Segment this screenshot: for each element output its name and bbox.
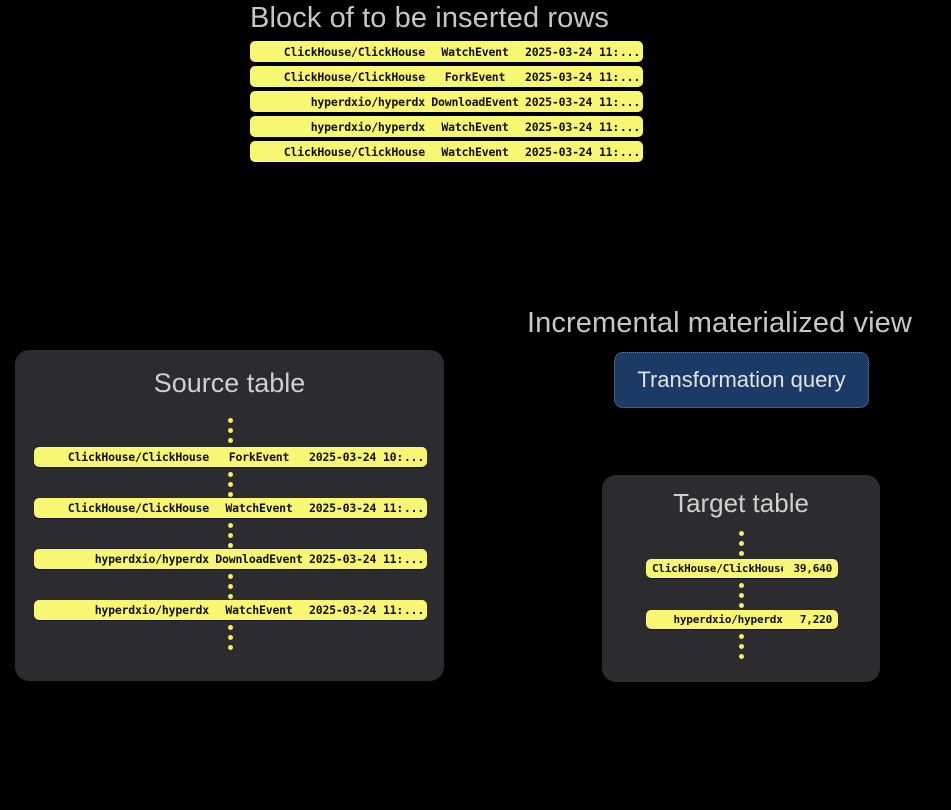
row-repo: ClickHouse/ClickHouse: [283, 44, 425, 59]
target-row-2[interactable]: hyperdxio/hyperdx 7,220: [646, 610, 838, 629]
row-more-ellipsis: ...: [619, 44, 641, 59]
row-repo: hyperdxio/hyperdx: [310, 119, 425, 134]
row-event: DownloadEvent: [215, 552, 303, 566]
row-timestamp: 2025-03-24 11:35:54: [525, 144, 617, 159]
row-more-ellipsis: ...: [403, 450, 425, 464]
block-row-5[interactable]: ClickHouse/ClickHouse WatchEvent 2025-03…: [250, 141, 643, 162]
vertical-ellipsis-icon: [225, 523, 235, 548]
row-timestamp: 2025-03-24 11:28:32: [309, 603, 401, 617]
row-timestamp: 2025-03-24 11:35:40: [525, 44, 617, 59]
transformation-query-box[interactable]: Transformation query: [614, 352, 869, 408]
source-table-title: Source table: [153, 368, 306, 398]
row-more-ellipsis: ...: [619, 144, 641, 159]
row-more-ellipsis: ...: [619, 94, 641, 109]
row-more-ellipsis: ...: [619, 119, 641, 134]
row-more-ellipsis: ...: [403, 552, 425, 566]
target-table-title: Target table: [673, 488, 809, 518]
vertical-ellipsis-icon: [225, 472, 235, 497]
transformation-query-label: Transformation query: [637, 367, 846, 392]
source-table-panel: Source table ClickHouse/ClickHouse ForkE…: [15, 350, 444, 681]
row-more-ellipsis: ...: [619, 69, 641, 84]
row-repo: hyperdxio/hyperdx: [310, 94, 425, 109]
row-repo: hyperdxio/hyperdx: [94, 603, 209, 617]
source-row-2[interactable]: ClickHouse/ClickHouse WatchEvent 2025-03…: [34, 498, 427, 518]
row-event: ForkEvent: [444, 69, 506, 84]
vertical-ellipsis-icon: [225, 625, 235, 650]
row-event: WatchEvent: [441, 119, 509, 134]
vertical-ellipsis-icon: [736, 583, 746, 608]
row-repo: hyperdxio/hyperdx: [673, 613, 783, 626]
row-event: WatchEvent: [441, 144, 509, 159]
vertical-ellipsis-icon: [736, 634, 746, 659]
block-of-rows-title: Block of to be inserted rows: [250, 2, 610, 34]
source-row-1[interactable]: ClickHouse/ClickHouse ForkEvent 2025-03-…: [34, 447, 427, 467]
block-row-3[interactable]: hyperdxio/hyperdx DownloadEvent 2025-03-…: [250, 91, 643, 112]
materialized-view-title: Incremental materialized view: [527, 307, 912, 339]
row-timestamp: 2025-03-24 11:35:48: [525, 94, 617, 109]
row-timestamp: 2025-03-24 11:35:52: [525, 119, 617, 134]
block-row-4[interactable]: hyperdxio/hyperdx WatchEvent 2025-03-24 …: [250, 116, 643, 137]
row-count: 7,220: [799, 613, 832, 626]
row-event: DownloadEvent: [431, 94, 519, 109]
row-repo: ClickHouse/ClickHouse: [283, 69, 425, 84]
row-event: WatchEvent: [441, 44, 509, 59]
row-repo: ClickHouse/ClickHouse: [67, 501, 209, 515]
source-row-3[interactable]: hyperdxio/hyperdx DownloadEvent 2025-03-…: [34, 549, 427, 569]
row-more-ellipsis: ...: [403, 603, 425, 617]
row-count: 39,640: [793, 562, 832, 575]
row-event: ForkEvent: [228, 450, 290, 464]
block-row-1[interactable]: ClickHouse/ClickHouse WatchEvent 2025-03…: [250, 41, 643, 62]
row-repo: hyperdxio/hyperdx: [94, 552, 209, 566]
target-row-1[interactable]: ClickHouse/ClickHouse 39,640: [646, 559, 838, 578]
vertical-ellipsis-icon: [225, 574, 235, 599]
row-timestamp: 2025-03-24 10:25:00: [309, 450, 401, 464]
row-repo: ClickHouse/ClickHouse: [283, 144, 425, 159]
row-timestamp: 2025-03-24 11:20:12: [309, 552, 401, 566]
row-repo: ClickHouse/ClickHouse: [652, 562, 783, 575]
row-timestamp: 2025-03-24 11:35:44: [525, 69, 617, 84]
block-row-2[interactable]: ClickHouse/ClickHouse ForkEvent 2025-03-…: [250, 66, 643, 87]
vertical-ellipsis-icon: [736, 531, 746, 556]
vertical-ellipsis-icon: [225, 418, 235, 443]
row-timestamp: 2025-03-24 11:32:54: [309, 501, 401, 515]
target-table-panel: Target table ClickHouse/ClickHouse 39,64…: [602, 475, 880, 682]
row-more-ellipsis: ...: [403, 501, 425, 515]
row-event: WatchEvent: [225, 501, 293, 515]
row-repo: ClickHouse/ClickHouse: [67, 450, 209, 464]
row-event: WatchEvent: [225, 603, 293, 617]
source-row-4[interactable]: hyperdxio/hyperdx WatchEvent 2025-03-24 …: [34, 600, 427, 620]
